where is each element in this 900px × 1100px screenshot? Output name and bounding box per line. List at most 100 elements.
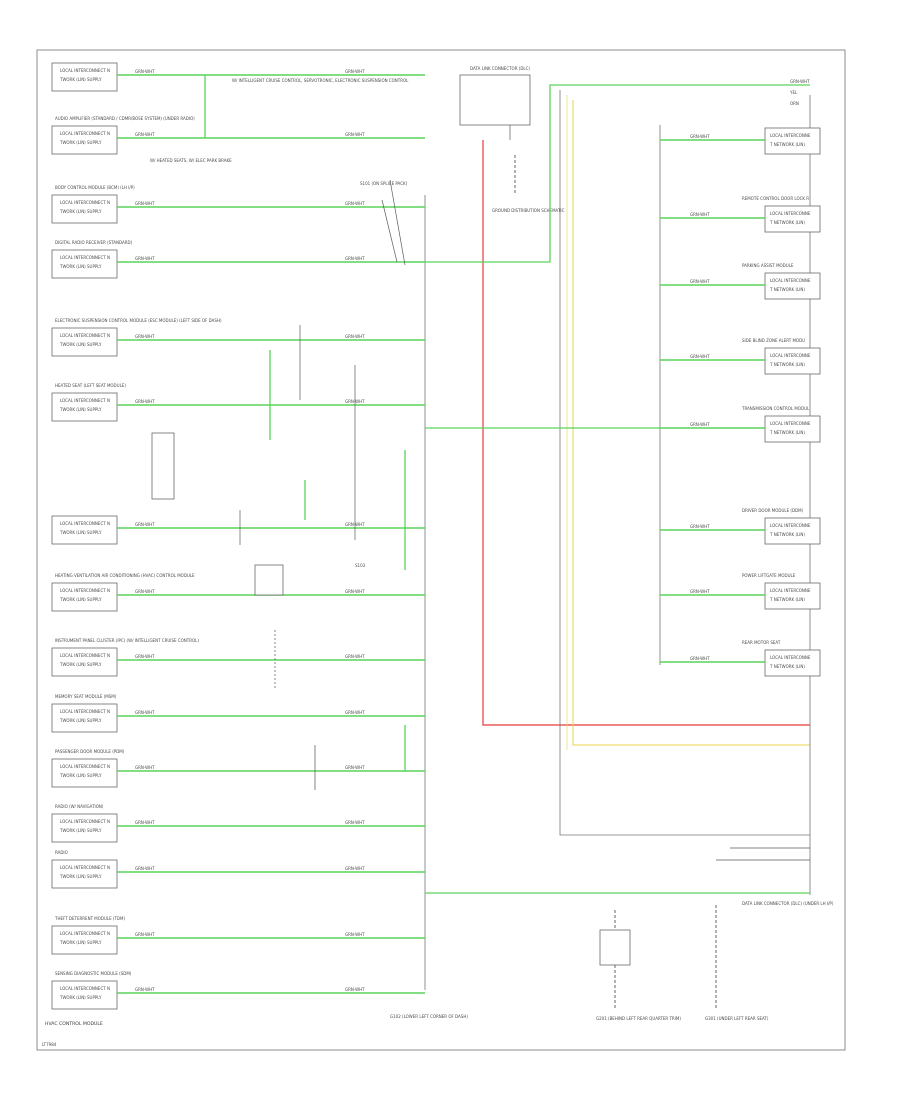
module-label-2: TWORK (LIN) SUPPLY [59,773,102,778]
wire-colour: GRN-WHT [690,354,710,359]
module-label: LOCAL INTERCONNECT N [60,255,110,260]
red-power-wire [482,140,810,726]
module-label: LOCAL INTERCONNECT N [60,865,110,870]
module-caption: DRIVER DOOR MODULE (DDM) [742,508,804,513]
left-module-2: AUDIO AMPLIFIER (STANDARD / CDMR/BOSE SY… [51,116,425,155]
module-label-2: TWORK (LIN) SUPPLY [59,995,102,1000]
wire-colour: GRN-WHT [135,932,155,937]
splice-top-label: S101 (ON SPLICE PACK) [360,181,408,186]
inner-switch-network [151,179,406,790]
wire-colour: GRN-WHT [690,589,710,594]
module-label-2: TWORK (LIN) SUPPLY [59,77,102,82]
module-caption: AUDIO AMPLIFIER (STANDARD / CDMR/BOSE SY… [55,116,195,121]
module-label: LOCAL INTERCONNE [770,211,811,216]
wire-colour: GRN-WHT [135,987,155,992]
yellow-signal-wire [566,95,810,750]
ground-schematic-label: GROUND DISTRIBUTION SCHEMATIC [492,208,565,213]
wire-colour: GRN-WHT [135,132,155,137]
wire-colour-2: GRN-WHT [345,710,365,715]
module-label-2: T NETWORK (LIN) [769,664,805,669]
module-box [51,194,118,224]
left-module-4: DIGITAL RADIO RECEIVER (STANDARD) LOCAL I… [51,240,425,279]
module-caption: POWER LIFTGATE MODULE [742,573,796,578]
wire-colour: GRN-WHT [135,334,155,339]
module-label: LOCAL INTERCONNECT N [60,986,110,991]
module-caption: BODY CONTROL MODULE (BCM) (LH I/P) [55,185,135,190]
module-caption: RADIO (W/ NAVIGATION) [55,804,104,809]
right-wire-2: YEL [789,90,798,95]
left-module-11: PASSENGER DOOR MODULE (PDM) LOCAL INTERCO… [51,749,425,788]
top-note-1: W/ INTELLIGENT CRUISE CONTROL, SERVOTRON… [232,78,409,83]
module-caption: DIGITAL RADIO RECEIVER (STANDARD) [55,240,133,245]
module-label: LOCAL INTERCONNECT N [60,68,110,73]
wire-colour-2: GRN-WHT [345,866,365,871]
footer-code: LT7984 [42,1042,57,1047]
right-wire-3: ORN [790,101,799,106]
module-caption: MEMORY SEAT MODULE (MSM) [55,694,117,699]
module-caption: SENSING DIAGNOSTIC MODULE (SDM) [55,971,132,976]
trunk-green-wires [425,84,810,894]
module-caption: RADIO [55,850,68,855]
module-label-2: TWORK (LIN) SUPPLY [59,342,102,347]
module-box [764,272,821,300]
wire-colour-2: GRN-WHT [345,765,365,770]
left-module-9: INSTRUMENT PANEL CLUSTER (IPC) (W/ INTEL… [51,638,425,677]
module-label: LOCAL INTERCONNECT N [60,764,110,769]
module-label: LOCAL INTERCONNECT N [60,588,110,593]
wire-colour: GRN-WHT [135,69,155,74]
wire-colour: GRN-WHT [135,201,155,206]
module-box [51,62,118,92]
left-module-6: HEATED SEAT (LEFT SEAT MODULE)LOCAL INTE… [51,383,425,422]
module-label: LOCAL INTERCONNE [770,655,811,660]
bottom-grounds: G102 (LOWER LEFT CORNER OF DASH) G201 (B… [390,847,834,1021]
wire-colour: GRN-WHT [135,589,155,594]
module-box [51,125,118,155]
module-box [51,249,118,279]
module-label: LOCAL INTERCONNE [770,133,811,138]
wire-colour: GRN-WHT [690,134,710,139]
wire-colour-2: GRN-WHT [345,820,365,825]
splice-mid-label: S103 [355,563,366,568]
module-label: LOCAL INTERCONNECT N [60,398,110,403]
module-box [51,392,118,422]
module-box [764,347,821,375]
wire-colour: GRN-WHT [135,399,155,404]
module-label-2: TWORK (LIN) SUPPLY [59,407,102,412]
module-label-2: T NETWORK (LIN) [769,142,805,147]
module-box [51,980,118,1010]
wire-colour-2: GRN-WHT [345,132,365,137]
module-label-2: T NETWORK (LIN) [769,430,805,435]
wire-colour: GRN-WHT [690,279,710,284]
wire-colour-2: GRN-WHT [345,256,365,261]
wire-colour: GRN-WHT [135,256,155,261]
module-label: LOCAL INTERCONNE [770,353,811,358]
wire-colour: GRN-WHT [135,765,155,770]
module-label-2: TWORK (LIN) SUPPLY [59,662,102,667]
right-module-2: REMOTE CONTROL DOOR LOCK R LOCAL INTERCON… [660,196,821,233]
right-module-1: LOCAL INTERCONNE T NETWORK (LIN) GRN-WHT [660,127,821,155]
module-box [51,515,118,545]
wire-colour-2: GRN-WHT [345,589,365,594]
module-box [51,925,118,955]
module-label-2: T NETWORK (LIN) [769,597,805,602]
wire-colour-2: GRN-WHT [345,201,365,206]
wire-colour: GRN-WHT [135,866,155,871]
module-box [764,517,821,545]
module-box [764,649,821,677]
module-caption: REMOTE CONTROL DOOR LOCK R [742,196,809,201]
module-caption: PASSENGER DOOR MODULE (PDM) [55,749,125,754]
left-module-8: HEATING VENTILATION AIR CONDITIONING (HV… [51,573,425,612]
module-caption: TRANSMISSION CONTROL MODUL [741,406,810,411]
wire-colour: GRN-WHT [135,820,155,825]
wire-colour: GRN-WHT [135,522,155,527]
module-label-2: TWORK (LIN) SUPPLY [59,209,102,214]
module-box [51,813,118,843]
module-box [764,582,821,610]
